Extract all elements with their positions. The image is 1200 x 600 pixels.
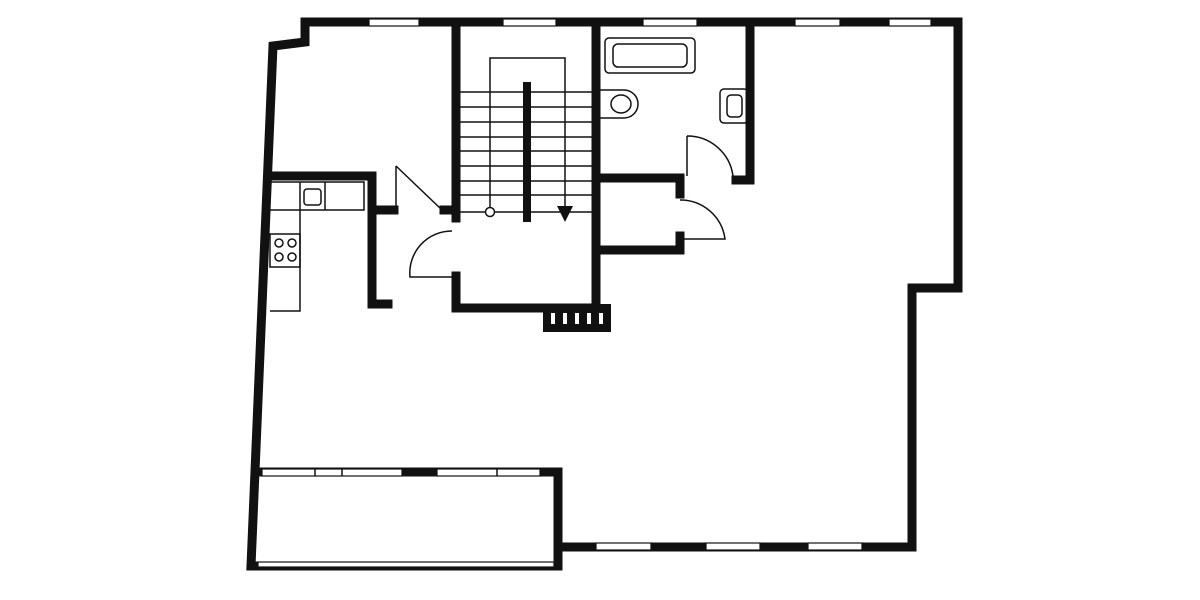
bathtub-icon [604,37,696,74]
sink-icon [719,88,749,124]
windows [257,18,932,568]
bathroom-fixtures [600,37,749,124]
stove-icon [269,233,301,268]
kitchen-fixtures [269,181,365,312]
staircase [460,57,592,222]
chimney [543,304,611,332]
exterior-walls [246,17,963,571]
kitchen-sink-icon [303,188,322,206]
doors [395,135,734,278]
toilet-icon [600,89,639,119]
interior-walls [263,21,755,313]
